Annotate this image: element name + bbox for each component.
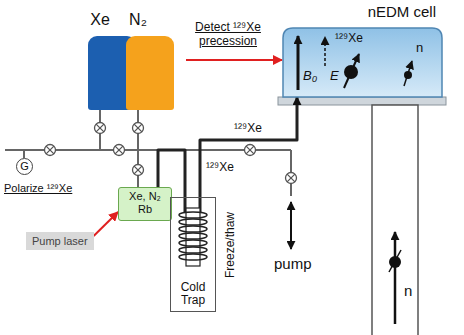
e-field-arrow [324,37,326,66]
pipe-connector [94,212,118,236]
trap-tube [186,208,200,266]
pump-arrow [290,202,292,249]
gas-manifold [5,110,291,196]
valve-symbol [114,145,125,156]
node-text: Cold Trap [171,281,215,307]
xe-spin-axis [344,54,359,88]
gauge-pipe [23,150,25,158]
node-text: N₂ [104,11,172,29]
b-field-arrow [297,36,300,90]
coil [179,212,207,260]
edge-label: ¹²⁹Xe [232,121,264,135]
node-text: E [330,68,339,83]
step-label: Polarize ¹²⁹Xe [4,182,72,194]
node-text: Pump laser [32,234,88,248]
node-text: nEDM cell [368,3,436,20]
valve-symbol [95,123,106,134]
particle-label: n [404,282,412,299]
nedm-cell: nEDM cellB₀E¹²⁹Xen [283,28,442,97]
node-text: n [416,40,423,55]
process-label: Freeze/thaw [223,212,237,278]
valve-symbol [133,165,144,176]
node-text: Xe [66,11,134,29]
detect-arrow [186,59,282,61]
neutron-arrow [394,232,397,324]
gas-cylinder: N₂ [126,36,174,110]
neutron-guide [372,105,418,335]
node-text: B₀ [303,68,317,83]
polarizer-cell: Xe, N₂ Rb [118,187,172,221]
edge-label: ¹²⁹Xe [204,160,236,174]
pressure-gauge: G [16,158,33,175]
cold-trap-coil [179,197,207,266]
valve-symbol [133,123,144,134]
laser-box: Pump laser [26,232,94,250]
node-text: ¹²⁹Xe [335,31,363,45]
valve-symbol [245,145,256,156]
n-spin-axis [404,61,412,86]
cold-trap: Cold Trap [170,197,216,312]
cell-body [283,28,442,97]
valve-symbol [286,173,297,184]
pump-label: pump [274,255,312,272]
node-text: G [20,161,29,172]
neutron-spin-axis [389,250,401,272]
valve-symbol [45,145,56,156]
cell-plate [278,97,446,105]
pipe-connector [200,97,297,197]
step-label: Detect ¹²⁹Xe precession [178,20,278,48]
node-text: Xe, N₂ Rb [123,190,167,216]
